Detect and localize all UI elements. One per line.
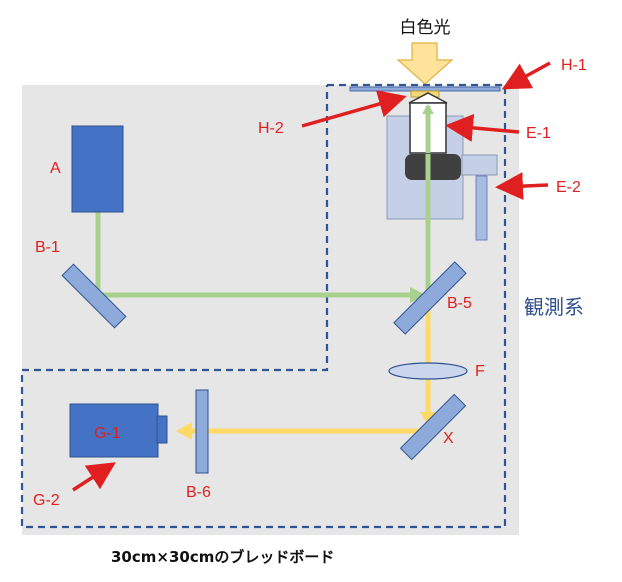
mirror-b6 bbox=[195, 389, 209, 474]
white-light-arrow bbox=[396, 42, 454, 85]
label-a: A bbox=[50, 160, 61, 177]
label-b5: B-5 bbox=[447, 295, 472, 312]
green-beam-arrowhead-objective bbox=[422, 104, 434, 114]
observation-system-label: 観測系 bbox=[524, 295, 584, 319]
label-g1: G-1 bbox=[94, 425, 121, 442]
e2-pointer-arrow bbox=[495, 172, 549, 201]
light-source-label: 白色光 bbox=[400, 18, 451, 38]
label-b1: B-1 bbox=[35, 239, 60, 256]
label-h1: H-1 bbox=[561, 57, 587, 74]
label-h2: H-2 bbox=[258, 120, 284, 137]
h1-pointer-arrow bbox=[501, 61, 551, 90]
label-g2: G-2 bbox=[33, 492, 60, 509]
camera-g1 bbox=[69, 403, 159, 458]
mirror-b1 bbox=[61, 263, 127, 329]
breadboard-caption: 30cm×30cmのブレッドボード bbox=[111, 548, 334, 566]
microscope-dark-block bbox=[405, 154, 461, 180]
mirror-x bbox=[399, 393, 467, 461]
label-x: X bbox=[443, 430, 454, 447]
e2-focus-knob bbox=[475, 175, 488, 241]
h1-stage-plate bbox=[349, 86, 501, 92]
microscope-side-arm bbox=[461, 154, 498, 176]
yellow-beam-arrowhead-down bbox=[420, 412, 436, 426]
lens-f bbox=[388, 362, 468, 380]
yellow-beam-arrowhead-left bbox=[176, 422, 192, 440]
green-beam-arrowhead bbox=[410, 287, 426, 303]
label-f: F bbox=[475, 363, 485, 380]
observation-system-border bbox=[20, 83, 507, 529]
camera-g1-mount bbox=[156, 415, 168, 444]
label-e1: E-1 bbox=[526, 125, 551, 142]
label-b6: B-6 bbox=[186, 484, 211, 501]
label-e2: E-2 bbox=[556, 179, 581, 196]
mirror-b5 bbox=[393, 261, 467, 335]
g2-pointer-arrow bbox=[72, 462, 116, 492]
h2-pointer-arrow bbox=[301, 90, 407, 128]
light-source-a bbox=[71, 125, 124, 213]
e1-pointer-arrow bbox=[445, 113, 520, 142]
